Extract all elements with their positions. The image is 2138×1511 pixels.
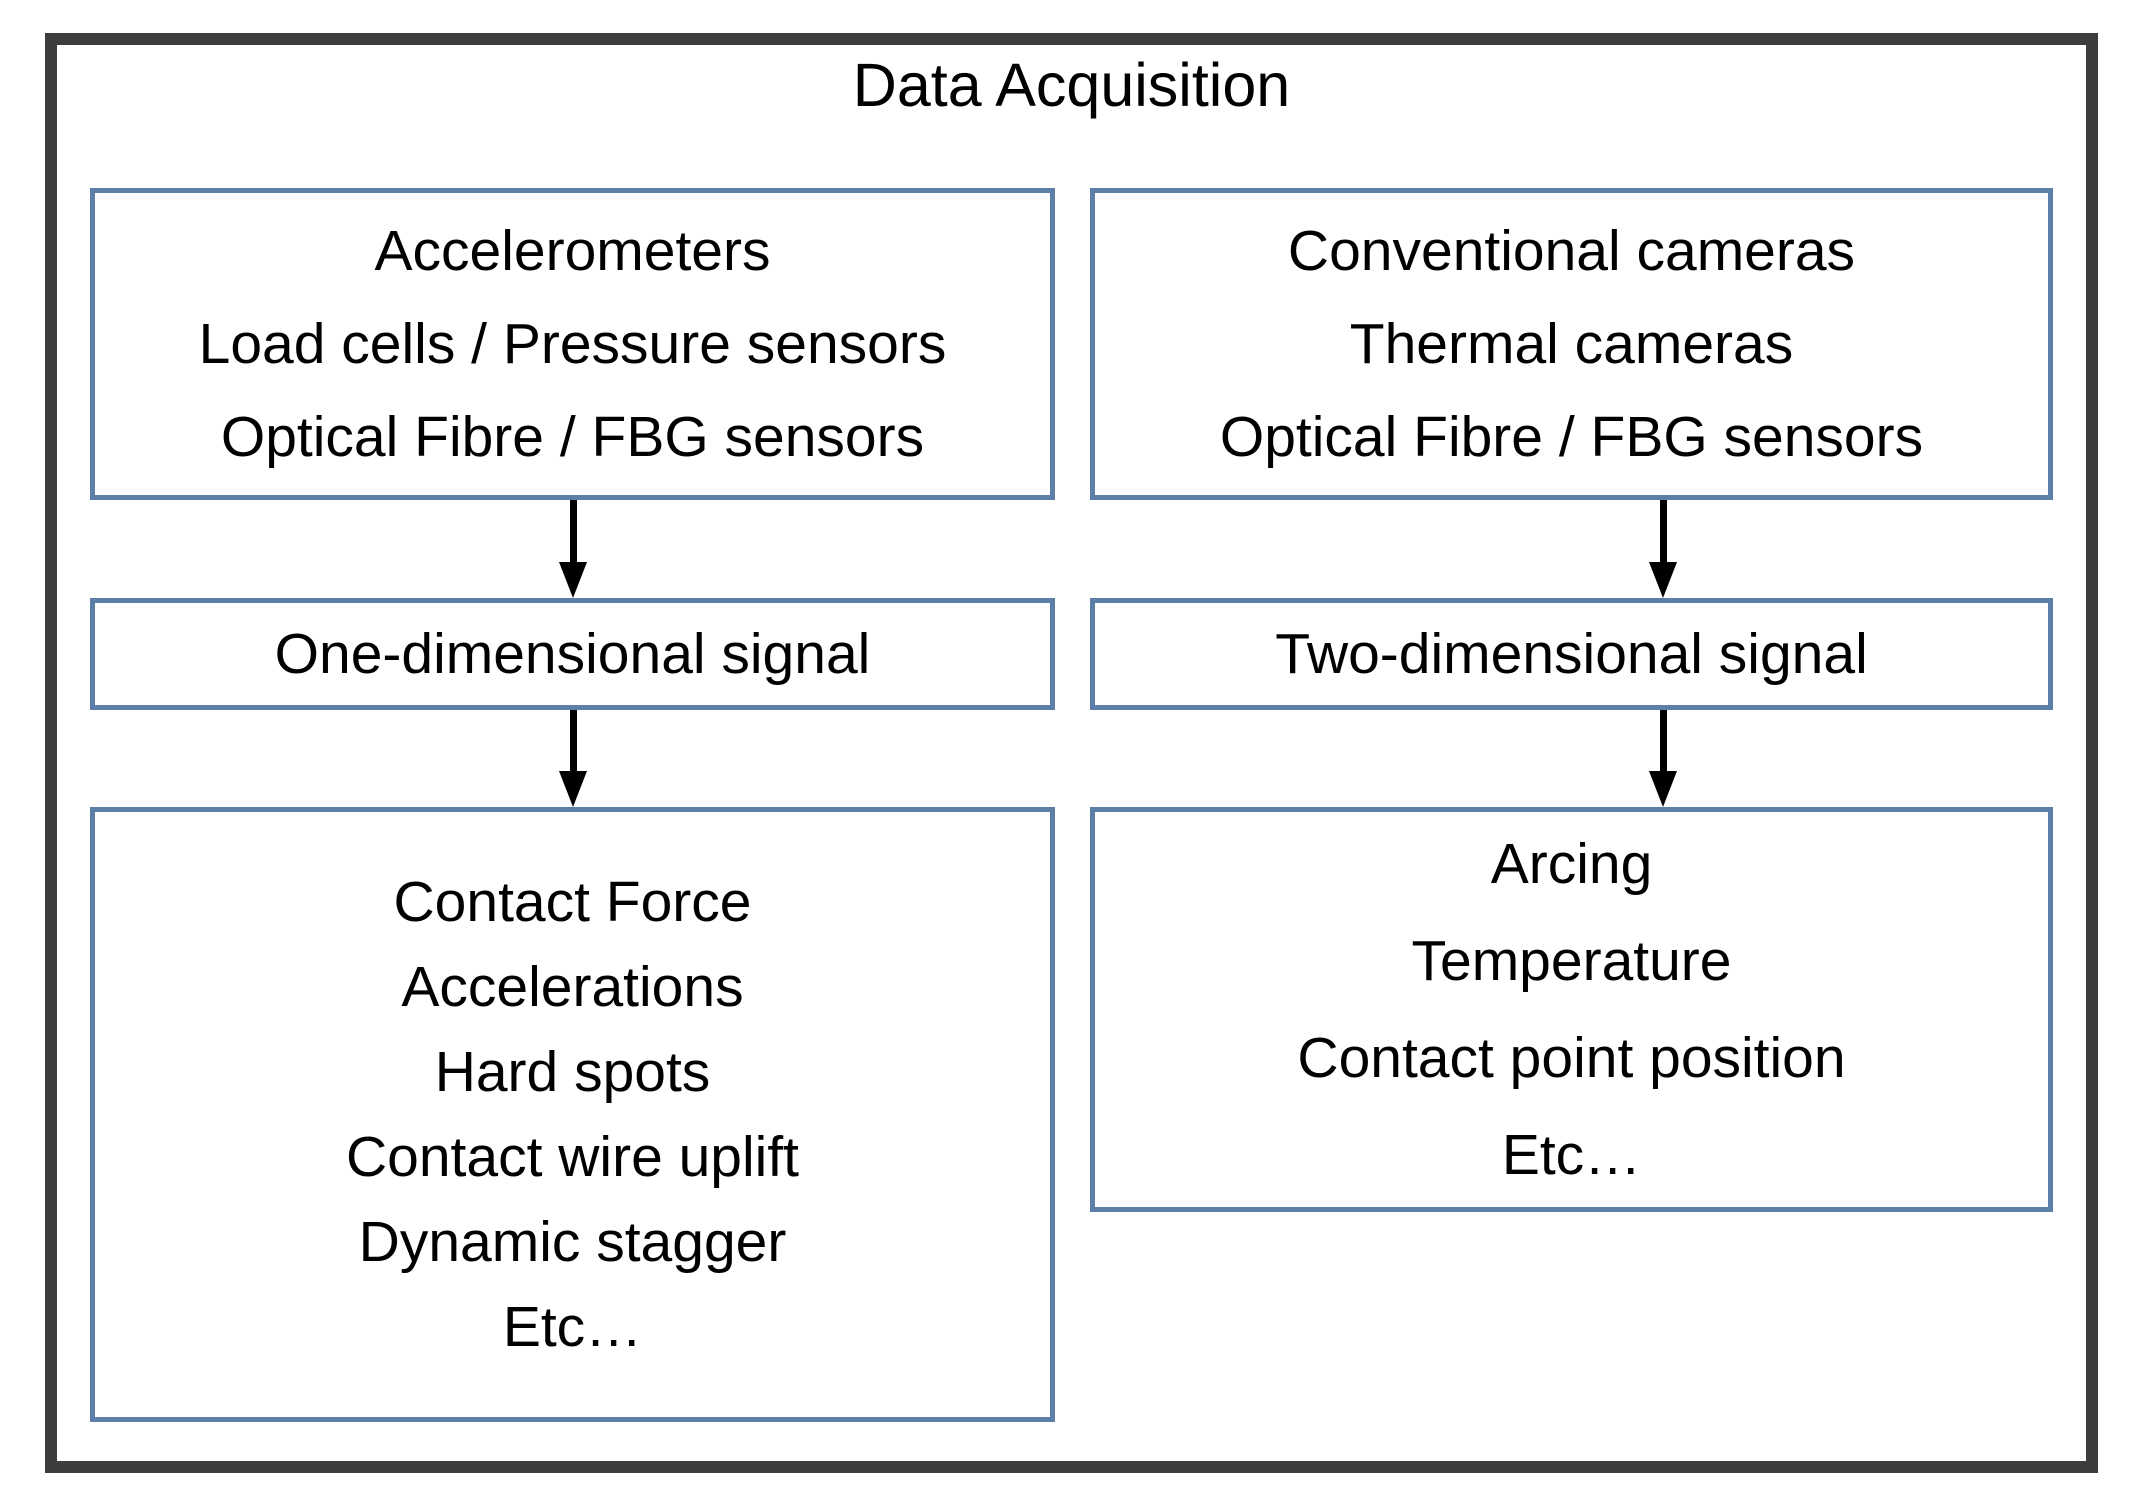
output-item: Etc… — [502, 1294, 643, 1359]
page-title: Data Acquisition — [852, 51, 1291, 119]
outputs-1d-box: Contact Force Accelerations Hard spots C… — [90, 807, 1055, 1422]
arrow-down-icon — [1643, 710, 1683, 807]
output-item: Temperature — [1411, 928, 1732, 993]
signal-1d-box: One-dimensional signal — [90, 598, 1055, 710]
sensor-item: Accelerometers — [374, 218, 771, 283]
signal-2d-box: Two-dimensional signal — [1090, 598, 2053, 710]
arrow-head — [1649, 562, 1677, 598]
sensor-item: Optical Fibre / FBG sensors — [220, 404, 925, 469]
signal-label: Two-dimensional signal — [1275, 621, 1868, 686]
output-item: Contact wire uplift — [345, 1124, 800, 1189]
arrow-head — [559, 771, 587, 807]
output-item: Contact Force — [393, 869, 752, 934]
signal-label: One-dimensional signal — [274, 621, 871, 686]
sensors-2d-box: Conventional cameras Thermal cameras Opt… — [1090, 188, 2053, 500]
sensor-item: Load cells / Pressure sensors — [198, 311, 947, 376]
arrow-head — [1649, 771, 1677, 807]
output-item: Hard spots — [434, 1039, 711, 1104]
arrow-shaft — [1660, 500, 1667, 562]
output-item: Accelerations — [401, 954, 744, 1019]
arrow-down-icon — [553, 710, 593, 807]
arrow-shaft — [570, 500, 577, 562]
sensors-1d-box: Accelerometers Load cells / Pressure sen… — [90, 188, 1055, 500]
arrow-head — [559, 562, 587, 598]
arrow-shaft — [570, 710, 577, 771]
outputs-2d-box: Arcing Temperature Contact point positio… — [1090, 807, 2053, 1212]
output-item: Arcing — [1490, 831, 1653, 896]
sensor-item: Optical Fibre / FBG sensors — [1219, 404, 1924, 469]
output-item: Contact point position — [1297, 1025, 1846, 1090]
sensor-item: Conventional cameras — [1287, 218, 1856, 283]
arrow-down-icon — [1643, 500, 1683, 598]
output-item: Etc… — [1501, 1122, 1642, 1187]
arrow-down-icon — [553, 500, 593, 598]
sensor-item: Thermal cameras — [1349, 311, 1794, 376]
arrow-shaft — [1660, 710, 1667, 771]
output-item: Dynamic stagger — [358, 1209, 787, 1274]
